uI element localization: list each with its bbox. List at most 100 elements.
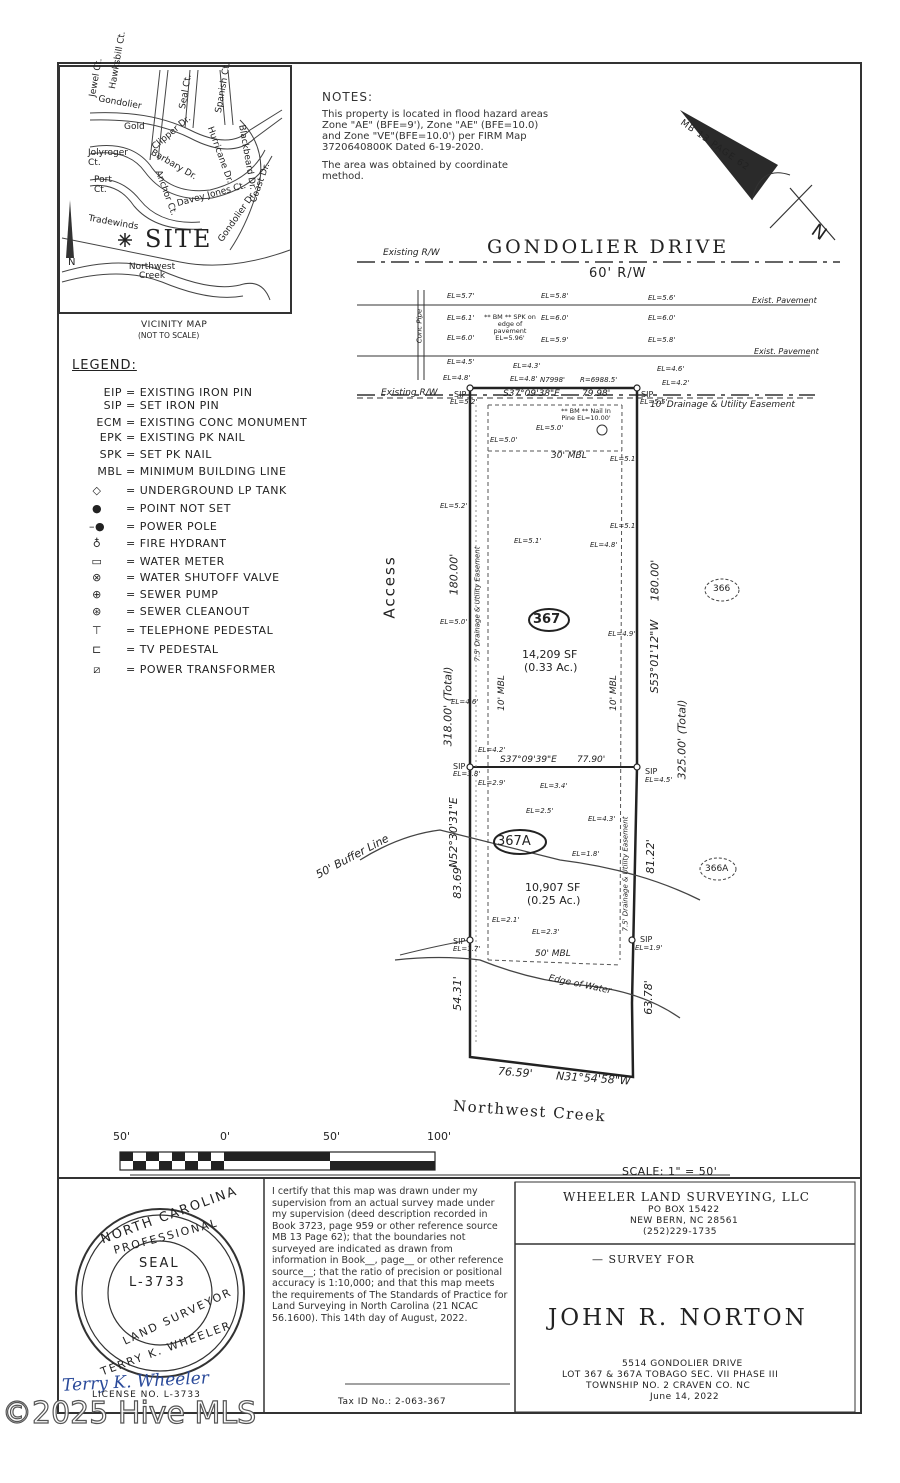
mid-bearing: S37°09'39"E bbox=[500, 755, 557, 765]
legend-desc: = TV PEDESTAL bbox=[126, 643, 219, 656]
legend-code: MBL bbox=[97, 465, 122, 478]
west-dist-8369: 83.69' bbox=[450, 864, 464, 899]
iron-pins bbox=[466, 384, 641, 944]
elevation-label: EL=4.2' bbox=[478, 746, 506, 754]
legend-item: ● = POINT NOT SET bbox=[72, 502, 231, 515]
lot-366a-label: 366A bbox=[705, 864, 729, 874]
legend-title: LEGEND: bbox=[72, 358, 137, 373]
sip-nw: SIP bbox=[454, 390, 467, 399]
easement-side-east: 7.5' Drainage & Utility Easement bbox=[621, 816, 630, 932]
mid-dist: 77.90' bbox=[577, 755, 606, 765]
elevation-label: EL=4.9' bbox=[608, 630, 636, 638]
vm-port: Port Ct. bbox=[94, 175, 112, 195]
fire-hydrant-icon: ♁ bbox=[92, 537, 102, 550]
legend-item: ⊤ = TELEPHONE PEDESTAL bbox=[72, 624, 273, 637]
sewer-pump-icon: ⊕ bbox=[92, 588, 102, 601]
seal-inner-ring bbox=[107, 1240, 213, 1346]
elevation-label: EL=5.5' bbox=[640, 398, 668, 406]
legend: LEGEND: EIP = EXISTING IRON PIN SIP = SE… bbox=[72, 358, 307, 676]
elevation-label: EL=4.8' bbox=[443, 374, 471, 382]
lot-367a-acres: (0.25 Ac.) bbox=[527, 894, 581, 907]
elevation-label: EL=4.8' bbox=[590, 541, 618, 549]
mls-watermark: ©2025 Hive MLS bbox=[1, 1395, 257, 1431]
legend-item: EIP = EXISTING IRON PIN bbox=[72, 386, 253, 399]
legend-item: ECM = EXISTING CONC MONUMENT bbox=[72, 416, 307, 429]
vm-jolyroger: Jolyroger Ct. bbox=[88, 148, 128, 168]
survey-date: June 14, 2022 bbox=[650, 1392, 720, 1402]
legend-desc: = POINT NOT SET bbox=[126, 502, 231, 515]
legend-item: ♁ = FIRE HYDRANT bbox=[72, 537, 227, 550]
elevation-label: EL=4.8' bbox=[510, 375, 538, 383]
vicinity-caption-sub: (NOT TO SCALE) bbox=[138, 331, 200, 340]
elevation-label: EL=5.9' bbox=[541, 336, 569, 344]
bm-spk-note: ** BM ** SPK on edge of pavement EL=5.96… bbox=[484, 313, 536, 342]
scale-label: SCALE: 1" = 50' bbox=[622, 1165, 718, 1178]
elevation-label: EL=4.6' bbox=[657, 365, 685, 373]
legend-item: –● = POWER POLE bbox=[72, 520, 217, 533]
vm-northwest-creek: Northwest Creek bbox=[128, 262, 176, 281]
water-edge-west bbox=[399, 939, 471, 956]
company-po: PO BOX 15422 bbox=[648, 1205, 720, 1215]
legend-desc: = WATER METER bbox=[126, 555, 225, 568]
east-total: 325.00' (Total) bbox=[675, 699, 689, 780]
scale-tick-50: 50' bbox=[323, 1130, 341, 1143]
vicinity-north-arrow bbox=[66, 200, 74, 258]
vm-north-label: N bbox=[68, 257, 76, 268]
telephone-pedestal-icon: ⊤ bbox=[91, 624, 103, 637]
legend-desc: = EXISTING PK NAIL bbox=[126, 431, 246, 444]
property-lot: LOT 367 & 367A TOBAGO SEC. VII PHASE III bbox=[562, 1370, 779, 1380]
lot-367-area: 14,209 SF bbox=[522, 648, 578, 661]
elevation-label: EL=4.2' bbox=[662, 379, 690, 387]
easement-10ft: 10' Drainage & Utility Easement bbox=[650, 400, 795, 410]
elevation-label: EL=4.3' bbox=[513, 362, 541, 370]
lot-366-oval bbox=[704, 578, 740, 602]
area-note: The area was obtained by coordinate meth… bbox=[322, 160, 509, 182]
flood-note: This property is located in flood hazard… bbox=[322, 109, 549, 153]
north-arrow-shape bbox=[680, 110, 778, 200]
client-name: JOHN R. NORTON bbox=[548, 1305, 808, 1331]
elevation-label: EL=3.8' bbox=[453, 770, 481, 778]
legend-desc: = EXISTING IRON PIN bbox=[126, 386, 253, 399]
elevation-label: EL=5.7' bbox=[447, 292, 475, 300]
exist-pavement-1: Exist. Pavement bbox=[752, 296, 817, 305]
lot-367a-area: 10,907 SF bbox=[525, 881, 581, 894]
east-dist-8122: 81.22' bbox=[643, 839, 657, 874]
elevation-label: EL=6.1' bbox=[447, 314, 475, 322]
survey-for-text: SURVEY FOR bbox=[608, 1253, 695, 1266]
elevation-label: EL=5.8' bbox=[541, 292, 569, 300]
legend-desc: = SET PK NAIL bbox=[126, 448, 212, 461]
lot-367-oval bbox=[528, 608, 570, 632]
legend-code: EPK bbox=[99, 431, 122, 444]
lot-367a-label: 367A bbox=[497, 834, 531, 849]
bearing-top: S37°09'38"E bbox=[503, 389, 560, 399]
dist-top: 79.98' bbox=[582, 389, 611, 399]
water-shutoff-icon: ⊗ bbox=[92, 571, 102, 584]
lot-367a-oval bbox=[493, 829, 547, 855]
sip-ne: SIP bbox=[641, 390, 654, 399]
west-total: 318.00' (Total) bbox=[441, 666, 455, 747]
mbl-50: 50' MBL bbox=[535, 949, 571, 959]
vm-gold: Gold bbox=[124, 122, 145, 132]
elevation-label: EL=1.7' bbox=[453, 945, 481, 953]
legend-item: ⧄ = POWER TRANSFORMER bbox=[72, 663, 276, 677]
west-bearing: N52°30'31"E bbox=[446, 797, 460, 868]
mbl-50-dash bbox=[487, 959, 621, 966]
north-arrow-line-1 bbox=[769, 184, 813, 229]
elevation-label: EL=6.0' bbox=[541, 314, 569, 322]
legend-item: ⊛ = SEWER CLEANOUT bbox=[72, 605, 250, 618]
existing-rw-north: Existing R/W bbox=[383, 248, 440, 258]
elevation-label: EL=2.5' bbox=[526, 807, 554, 815]
elevation-label: EL=2.1' bbox=[492, 916, 520, 924]
lot-367-label: 367 bbox=[533, 612, 561, 627]
elevation-label: EL=5.2' bbox=[450, 398, 478, 406]
scale-tick-50w: 50' bbox=[113, 1130, 131, 1143]
titleblock-right-frame bbox=[514, 1181, 856, 1413]
power-transformer-icon: ⧄ bbox=[93, 663, 101, 676]
water-meter-icon: ▭ bbox=[91, 555, 103, 568]
elevation-label: EL=5.0' bbox=[536, 424, 564, 432]
legend-desc: = FIRE HYDRANT bbox=[126, 537, 227, 550]
exist-pavement-2: Exist. Pavement bbox=[754, 347, 819, 356]
elevation-label: EL=5.1' bbox=[514, 537, 542, 545]
drawing-border bbox=[57, 62, 862, 1414]
